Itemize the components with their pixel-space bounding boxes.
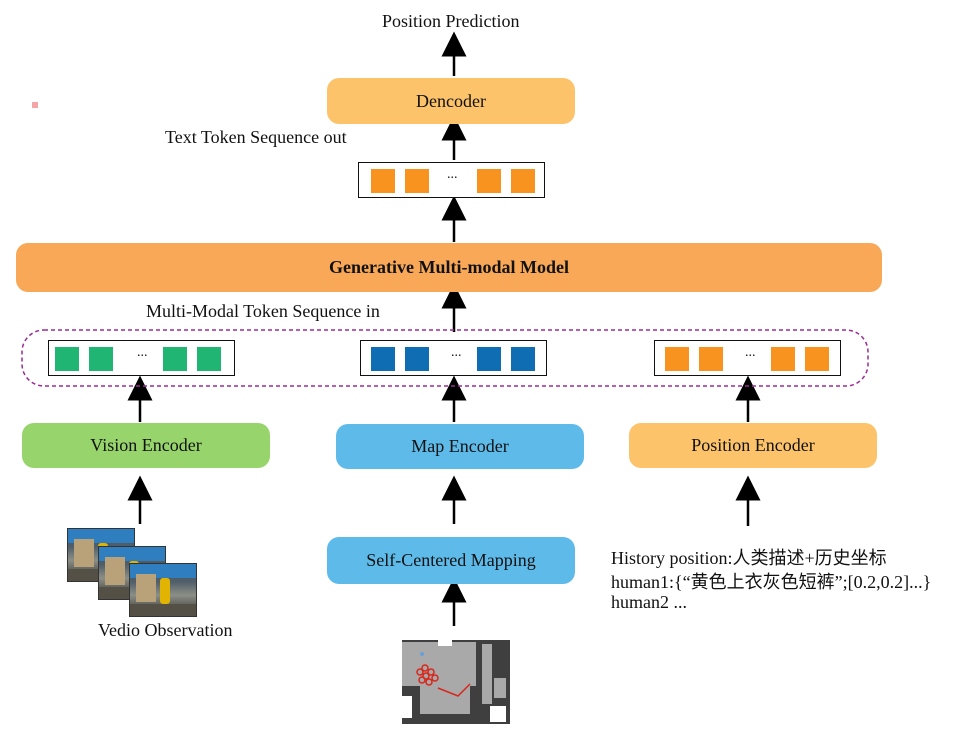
token xyxy=(699,347,723,371)
token-ellipsis: ... xyxy=(447,167,458,182)
token xyxy=(371,347,395,371)
video-observation-label: Vedio Observation xyxy=(98,620,233,640)
self-centered-mapping-label: Self-Centered Mapping xyxy=(366,550,536,570)
token xyxy=(477,169,501,193)
token xyxy=(163,347,187,371)
token-ellipsis: ... xyxy=(137,345,148,360)
output-title: Position Prediction xyxy=(382,11,520,31)
history-line-3: human2 ... xyxy=(611,592,687,612)
text-token-seq-out-label: Text Token Sequence out xyxy=(165,127,347,147)
token xyxy=(805,347,829,371)
output-token-sequence: ... xyxy=(358,162,545,198)
marker-square xyxy=(32,102,38,108)
history-line-1: History position:人类描述+历史坐标 xyxy=(611,548,887,568)
token-ellipsis: ... xyxy=(451,345,462,360)
multimodal-seq-in-label: Multi-Modal Token Sequence in xyxy=(146,301,380,321)
generative-model-box: Generative Multi-modal Model xyxy=(16,243,882,292)
position-encoder-label: Position Encoder xyxy=(691,435,815,455)
generative-model-label: Generative Multi-modal Model xyxy=(329,257,569,277)
position-token-sequence: ... xyxy=(654,340,841,376)
vision-token-sequence: ... xyxy=(48,340,235,376)
vision-encoder-label: Vision Encoder xyxy=(90,435,202,455)
token xyxy=(197,347,221,371)
token xyxy=(771,347,795,371)
self-centered-mapping-box: Self-Centered Mapping xyxy=(327,537,575,584)
token xyxy=(89,347,113,371)
token xyxy=(511,347,535,371)
multimodal-dashed-container xyxy=(21,329,869,387)
token xyxy=(511,169,535,193)
map-token-sequence: ... xyxy=(360,340,547,376)
vision-encoder-box: Vision Encoder xyxy=(22,423,270,468)
token-ellipsis: ... xyxy=(745,345,756,360)
token xyxy=(405,347,429,371)
map-encoder-label: Map Encoder xyxy=(411,436,509,456)
position-encoder-box: Position Encoder xyxy=(629,423,877,468)
token xyxy=(477,347,501,371)
decoder-label: Dencoder xyxy=(416,90,486,111)
video-frame-3 xyxy=(129,563,197,617)
decoder-box: Dencoder xyxy=(327,78,575,124)
token xyxy=(55,347,79,371)
history-line-2: human1:{“黄色上衣灰色短裤”;[0.2,0.2]...} xyxy=(611,572,932,592)
floorplan-map-image xyxy=(398,634,516,726)
map-encoder-box: Map Encoder xyxy=(336,424,584,469)
token xyxy=(405,169,429,193)
token xyxy=(371,169,395,193)
token xyxy=(665,347,689,371)
